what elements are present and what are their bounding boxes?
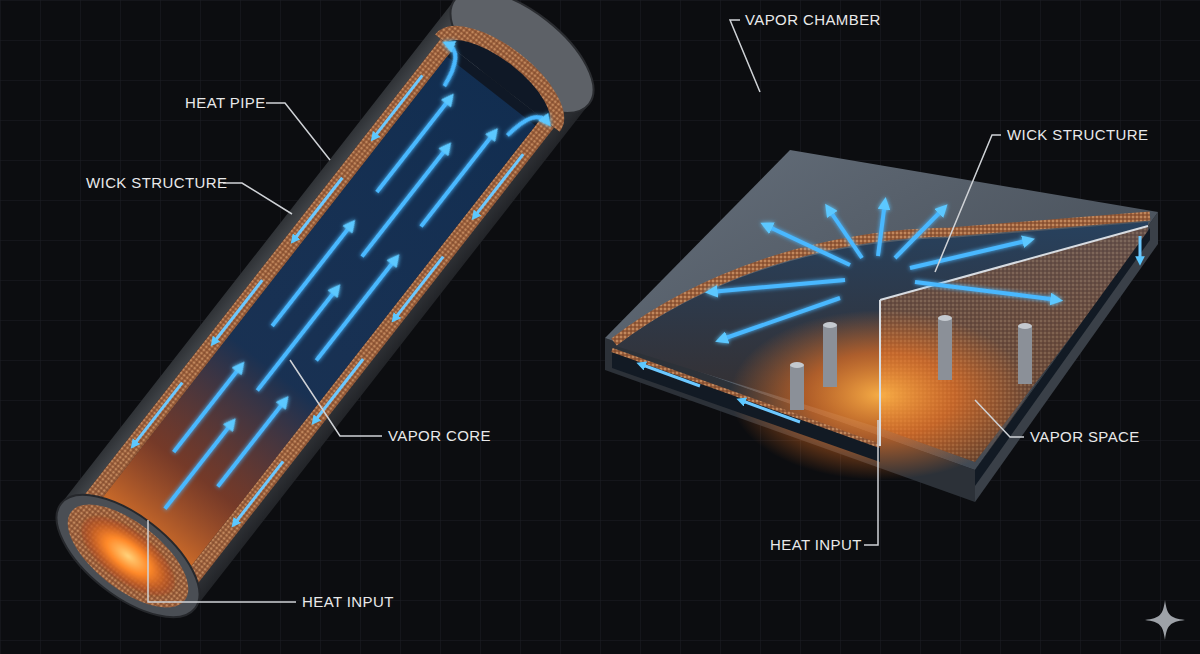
support-posts — [790, 315, 1032, 410]
callout-label: WICK STRUCTURE — [86, 174, 227, 192]
vapor-spread-arrows — [710, 202, 1058, 340]
heat-glow — [68, 502, 187, 610]
callout-label: HEAT INPUT — [770, 536, 862, 554]
wick-edge — [612, 350, 880, 446]
callout-label: HEAT INPUT — [302, 593, 394, 611]
cut-edge — [879, 300, 881, 446]
pipe-front-ring — [36, 472, 219, 640]
sparkle-watermark — [1145, 600, 1185, 640]
callout-label: VAPOR CHAMBER — [745, 11, 881, 29]
callout-label: HEAT PIPE — [185, 94, 266, 112]
callout-label: VAPOR CORE — [388, 427, 491, 445]
vapor-chamber — [605, 150, 1158, 502]
vapor-flow-arrows — [115, 43, 549, 548]
leader-lines — [148, 20, 1024, 602]
callout-label: VAPOR SPACE — [1030, 428, 1140, 446]
pipe-cutaway — [71, 39, 554, 600]
front-cut-slot — [612, 350, 880, 462]
cut-edge — [880, 226, 1148, 300]
wick-end — [441, 15, 573, 127]
liquid-return-arrows — [640, 236, 1140, 422]
heat-pipe — [36, 0, 613, 640]
vapor-core-fill — [84, 57, 535, 591]
wick-ring — [51, 486, 205, 627]
liquid-return-arrows — [133, 75, 523, 524]
callout-label: WICK STRUCTURE — [1007, 126, 1148, 144]
